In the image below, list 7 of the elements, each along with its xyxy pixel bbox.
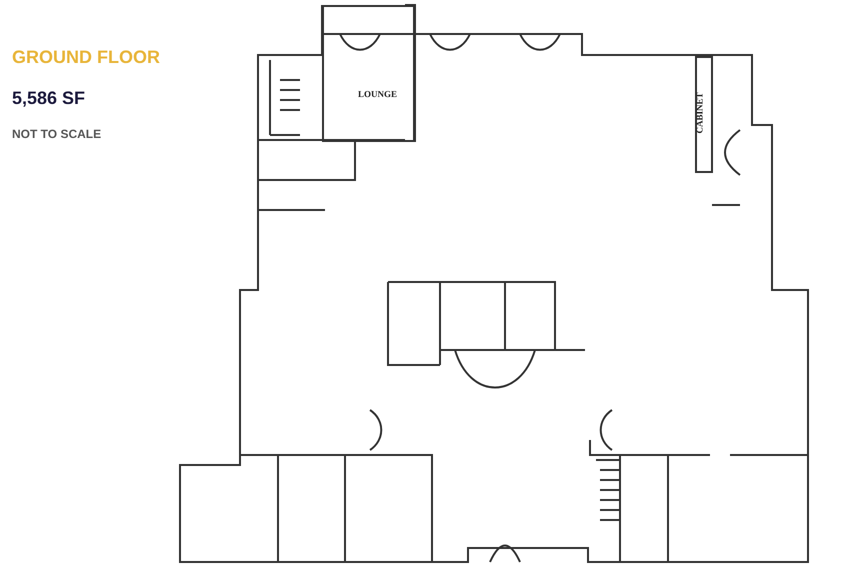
floor-title: GROUND FLOOR <box>12 47 160 68</box>
cabinet-label: CABINET <box>694 92 704 134</box>
room-label: LOUNGE <box>358 89 398 99</box>
lounge-room <box>322 5 415 142</box>
area-text: 5,586 SF <box>12 88 86 109</box>
cabinet-bar <box>695 56 713 173</box>
scale-note: NOT TO SCALE <box>12 127 102 141</box>
